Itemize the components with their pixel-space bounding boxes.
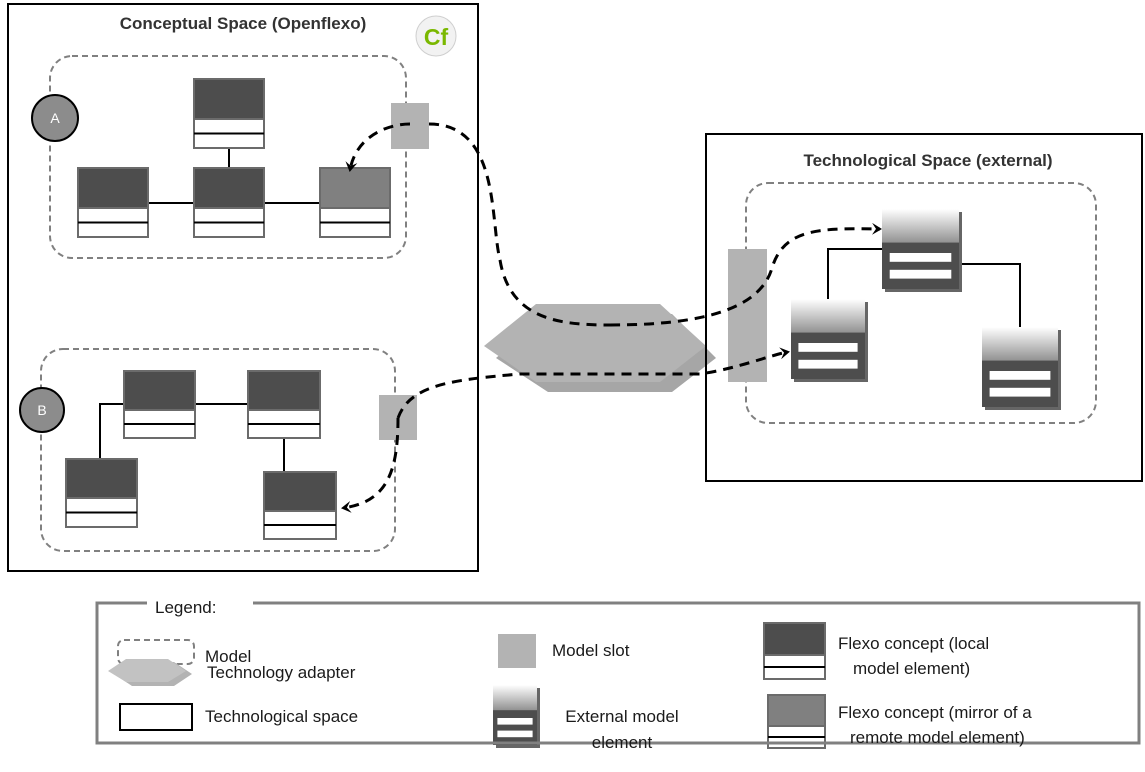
arrow-slot-a-to-adapter — [428, 122, 611, 327]
arrow-adapter-to-top-element — [609, 222, 882, 327]
legend-techspace-swatch — [119, 703, 193, 731]
legend-flexo-mirror-swatch — [767, 694, 826, 749]
flexo-concept-b1 — [123, 370, 196, 439]
flexo-concept-a2 — [77, 167, 149, 238]
flexo-concept-b4 — [263, 471, 337, 540]
model-a-circle: A — [31, 94, 79, 142]
flexo-concept-b3 — [65, 458, 138, 528]
svg-text:Cf: Cf — [424, 24, 449, 50]
legend-model-swatch — [117, 639, 195, 665]
legend-flexo-local-label-2: model element) — [853, 659, 970, 678]
legend-flexo-local-swatch — [763, 622, 826, 680]
legend-adapter-label: Technology adapter — [207, 663, 356, 682]
svg-text:B: B — [37, 402, 46, 418]
legend-flexo-mirror-label-1: Flexo concept (mirror of a — [838, 703, 1032, 722]
legend-external-label-2: element — [592, 733, 653, 752]
model-b-links — [99, 403, 285, 472]
legend-slot-swatch — [498, 634, 536, 668]
model-slot-a — [391, 103, 429, 149]
technology-adapter — [484, 304, 716, 392]
external-element-1 — [882, 209, 962, 292]
external-links — [827, 248, 1021, 327]
conceptual-space-title: Conceptual Space (Openflexo) — [120, 14, 367, 33]
openflexo-logo: Cf — [415, 15, 457, 57]
external-model — [745, 182, 1097, 424]
svg-text:A: A — [50, 110, 60, 126]
flexo-concept-mirror — [319, 167, 391, 238]
external-element-2 — [791, 299, 868, 382]
flexo-concept-a3 — [193, 167, 265, 238]
model-b-circle: B — [19, 387, 65, 433]
legend-title: Legend: — [155, 598, 216, 617]
arrow-slot-b-to-element — [341, 417, 400, 513]
legend: Legend: Model Technology adapter Technol… — [95, 596, 1141, 752]
flexo-concept-a1 — [193, 78, 265, 149]
legend-flexo-local-label-1: Flexo concept (local — [838, 634, 989, 653]
external-element-3 — [982, 327, 1061, 410]
legend-external-label-1: External model — [565, 707, 678, 726]
connections — [341, 122, 882, 513]
arrow-slot-a-to-mirror — [345, 122, 411, 172]
legend-model-label: Model — [205, 647, 251, 666]
legend-slot-label: Model slot — [552, 641, 630, 660]
technological-space-title: Technological Space (external) — [803, 151, 1052, 170]
model-b — [40, 348, 396, 552]
technological-space: Technological Space (external) — [705, 133, 1143, 482]
model-a-links — [148, 148, 320, 204]
legend-external-swatch — [493, 685, 540, 748]
legend-adapter-swatch — [108, 659, 192, 686]
legend-flexo-mirror-label-2: remote model element) — [850, 728, 1025, 747]
legend-techspace-label: Technological space — [205, 707, 358, 726]
model-a — [49, 55, 407, 259]
flexo-concept-b2 — [247, 370, 321, 439]
arrow-slot-b-to-adapter — [396, 347, 790, 419]
